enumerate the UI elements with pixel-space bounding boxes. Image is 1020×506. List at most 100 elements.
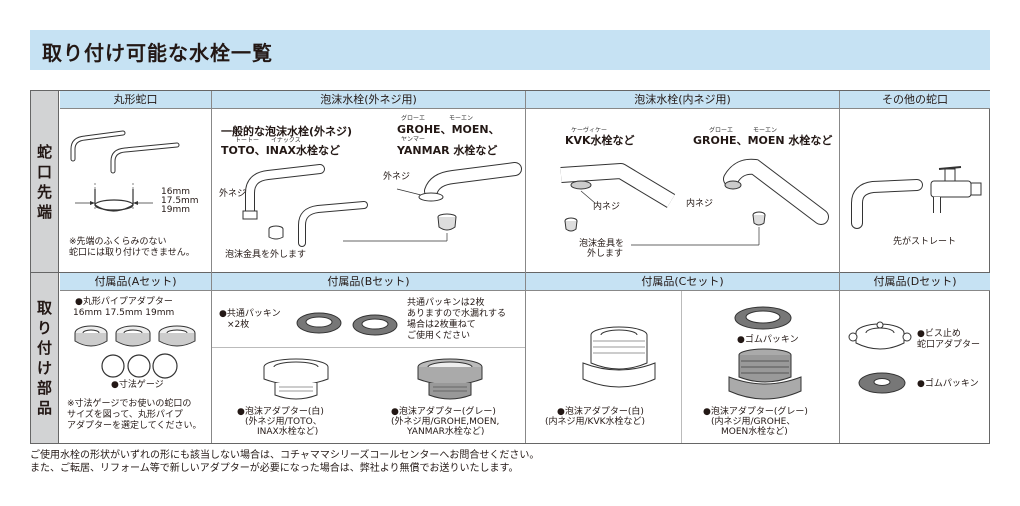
header-other-faucet: その他の蛇口 <box>840 91 990 109</box>
set-b-divider <box>212 347 525 348</box>
row-label-char: 取 <box>36 299 52 317</box>
gray-adapter-outer-2: (外ネジ用/GROHE,MOEN, <box>391 417 500 427</box>
row-label-char: 蛇 <box>36 143 52 161</box>
size-gauge-label: ●寸法ゲージ <box>111 380 164 390</box>
rubber-packing-d-illustration <box>858 372 906 394</box>
ruby-inax: イナックス <box>271 137 301 144</box>
col-divider <box>211 91 212 443</box>
footer-line-2: また、ご転居、リフォーム等で新しいアダプターが必要になった場合は、弊社より無償で… <box>30 463 519 474</box>
col-divider <box>839 91 840 443</box>
pipe-adapters-illustration <box>74 325 196 347</box>
screw-adapter-label-2: 蛇口アダプター <box>917 340 981 350</box>
packing-note-2: ありますので水漏れする <box>407 309 507 319</box>
ruby-moen: モーエン <box>449 115 474 122</box>
rubber-packing-c-label: ●ゴムパッキン <box>737 335 799 345</box>
size-17-5mm: 17.5mm <box>161 196 199 206</box>
ruby-grohe-inner: グローエ <box>709 127 734 134</box>
packing-note-1: 共通パッキンは2枚 <box>407 298 485 308</box>
label-inner-thread-right: 内ネジ <box>686 199 714 209</box>
screw-adapter-label-1: ●ビス止め <box>917 329 961 339</box>
row-label-char: け <box>36 359 52 377</box>
common-packing-label: ●共通パッキン <box>219 309 281 319</box>
set-a-note-3: アダプターを選定してください。 <box>67 421 202 431</box>
ruby-toto: トートー <box>235 137 260 144</box>
faucet-table: 蛇口先端 取り付け部品 丸形蛇口 泡沫水栓(外ネジ用) 泡沫水栓(内ネジ用) そ… <box>30 90 990 444</box>
label-inner-thread-left: 内ネジ <box>593 202 621 212</box>
inner-faucet-right-illustration <box>631 158 829 246</box>
row-label-spout: 蛇口先端 <box>31 91 59 273</box>
gray-adapter-outer-3: YANMAR水栓など) <box>407 427 485 437</box>
white-adapter-outer-2: (外ネジ用/TOTO、 <box>245 417 322 427</box>
round-note-2: 蛇口には取り付けできません。 <box>69 248 195 258</box>
packing-note-4: ご使用ください <box>407 331 471 341</box>
col-divider <box>525 91 526 443</box>
white-aerator-adapter-outer-illustration <box>263 358 329 400</box>
header-set-d: 付属品(Dセット) <box>840 273 990 291</box>
ruby-yanmar: ヤンマー <box>401 136 426 143</box>
white-adapter-inner-2: (内ネジ用/KVK水栓など) <box>545 417 646 427</box>
label-remove-inner-1: 泡沫金具を <box>579 239 625 249</box>
label-remove-aerator: 泡沫金具を外します <box>225 250 307 260</box>
label-outer-thread-right: 外ネジ <box>383 172 411 182</box>
outer-left-brands: TOTO、INAX水栓など <box>221 144 341 157</box>
outer-faucet-left-illustration <box>242 164 368 247</box>
common-packing-illustration <box>296 312 398 336</box>
pipe-adapter-sizes: 16mm 17.5mm 19mm <box>73 308 175 318</box>
outer-right-brands-2: YANMAR 水栓など <box>397 144 498 157</box>
white-aerator-adapter-inner-illustration <box>582 326 656 388</box>
header-set-a: 付属品(Aセット) <box>60 273 211 291</box>
header-inner-thread: 泡沫水栓(内ネジ用) <box>526 91 839 109</box>
round-note-1: ※先端のふくらみのない <box>69 237 167 247</box>
size-16mm: 16mm <box>161 187 190 197</box>
outer-right-brands-1: GROHE、MOEN、 <box>397 123 500 136</box>
pipe-adapter-label: ●丸形パイプアダプター <box>75 297 173 307</box>
other-faucet-illustration <box>851 166 982 229</box>
inner-left-brands: KVK水栓など <box>565 134 635 147</box>
size-19mm: 19mm <box>161 205 190 215</box>
inner-faucet-left-illustration <box>560 163 676 232</box>
rubber-packing-d-label: ●ゴムパッキン <box>917 379 979 389</box>
header-outer-thread: 泡沫水栓(外ネジ用) <box>212 91 525 109</box>
ruby-grohe: グローエ <box>401 115 426 122</box>
set-a-note-2: サイズを図って、丸形パイプ <box>67 410 183 420</box>
sub-divider <box>681 291 682 443</box>
row-label-char: 品 <box>36 399 52 417</box>
page-title: 取り付け可能な水栓一覧 <box>42 41 273 65</box>
header-set-c: 付属品(Cセット) <box>526 273 839 291</box>
gray-adapter-outer-1: ●泡沫アダプター(グレー) <box>391 407 496 417</box>
outer-left-title: 一般的な泡沫水栓(外ネジ) <box>221 125 353 138</box>
gray-aerator-adapter-outer-illustration <box>417 358 483 400</box>
header-set-b: 付属品(Bセット) <box>212 273 525 291</box>
label-outer-thread-left: 外ネジ <box>219 189 247 199</box>
round-faucet-illustration <box>70 130 180 212</box>
screw-adapter-illustration <box>848 321 912 350</box>
inner-right-brands: GROHE、MOEN 水栓など <box>693 134 833 147</box>
title-bar: 取り付け可能な水栓一覧 <box>30 30 990 70</box>
gray-adapter-inner-1: ●泡沫アダプター(グレー) <box>703 407 808 417</box>
row-label-char: り <box>36 319 52 337</box>
footer-line-1: ご使用水栓の形状がいずれの形にも該当しない場合は、コチャママシリーズコールセンタ… <box>30 450 540 461</box>
white-adapter-outer-3: INAX水栓など) <box>257 427 319 437</box>
rubber-packing-c-illustration <box>734 306 792 330</box>
row-label-char: 先 <box>36 183 52 201</box>
white-adapter-outer-1: ●泡沫アダプター(白) <box>237 407 324 417</box>
white-adapter-inner-1: ●泡沫アダプター(白) <box>557 407 644 417</box>
label-remove-inner-2: 外します <box>587 249 624 259</box>
row-label-char: 口 <box>36 163 52 181</box>
gray-adapter-inner-2: (内ネジ用/GROHE、 <box>711 417 796 427</box>
row-label-char: 付 <box>36 339 52 357</box>
gray-adapter-inner-3: MOEN水栓など) <box>721 427 788 437</box>
common-packing-count: ×2枚 <box>227 320 250 330</box>
row-label-parts: 取り付け部品 <box>31 273 59 443</box>
set-a-note-1: ※寸法ゲージでお使いの蛇口の <box>67 399 192 409</box>
size-gauge-illustration <box>101 353 178 379</box>
row-label-char: 端 <box>36 203 52 221</box>
row-divider <box>31 272 989 273</box>
packing-note-3: 場合は2枚重ねて <box>407 320 476 330</box>
gray-aerator-adapter-inner-illustration <box>728 348 802 400</box>
footer-note: ご使用水栓の形状がいずれの形にも該当しない場合は、コチャママシリーズコールセンタ… <box>30 449 539 475</box>
label-straight-tip: 先がストレート <box>893 237 957 247</box>
outer-faucet-right-illustration <box>343 162 522 242</box>
header-round-faucet: 丸形蛇口 <box>60 91 211 109</box>
ruby-moen-inner: モーエン <box>753 127 778 134</box>
